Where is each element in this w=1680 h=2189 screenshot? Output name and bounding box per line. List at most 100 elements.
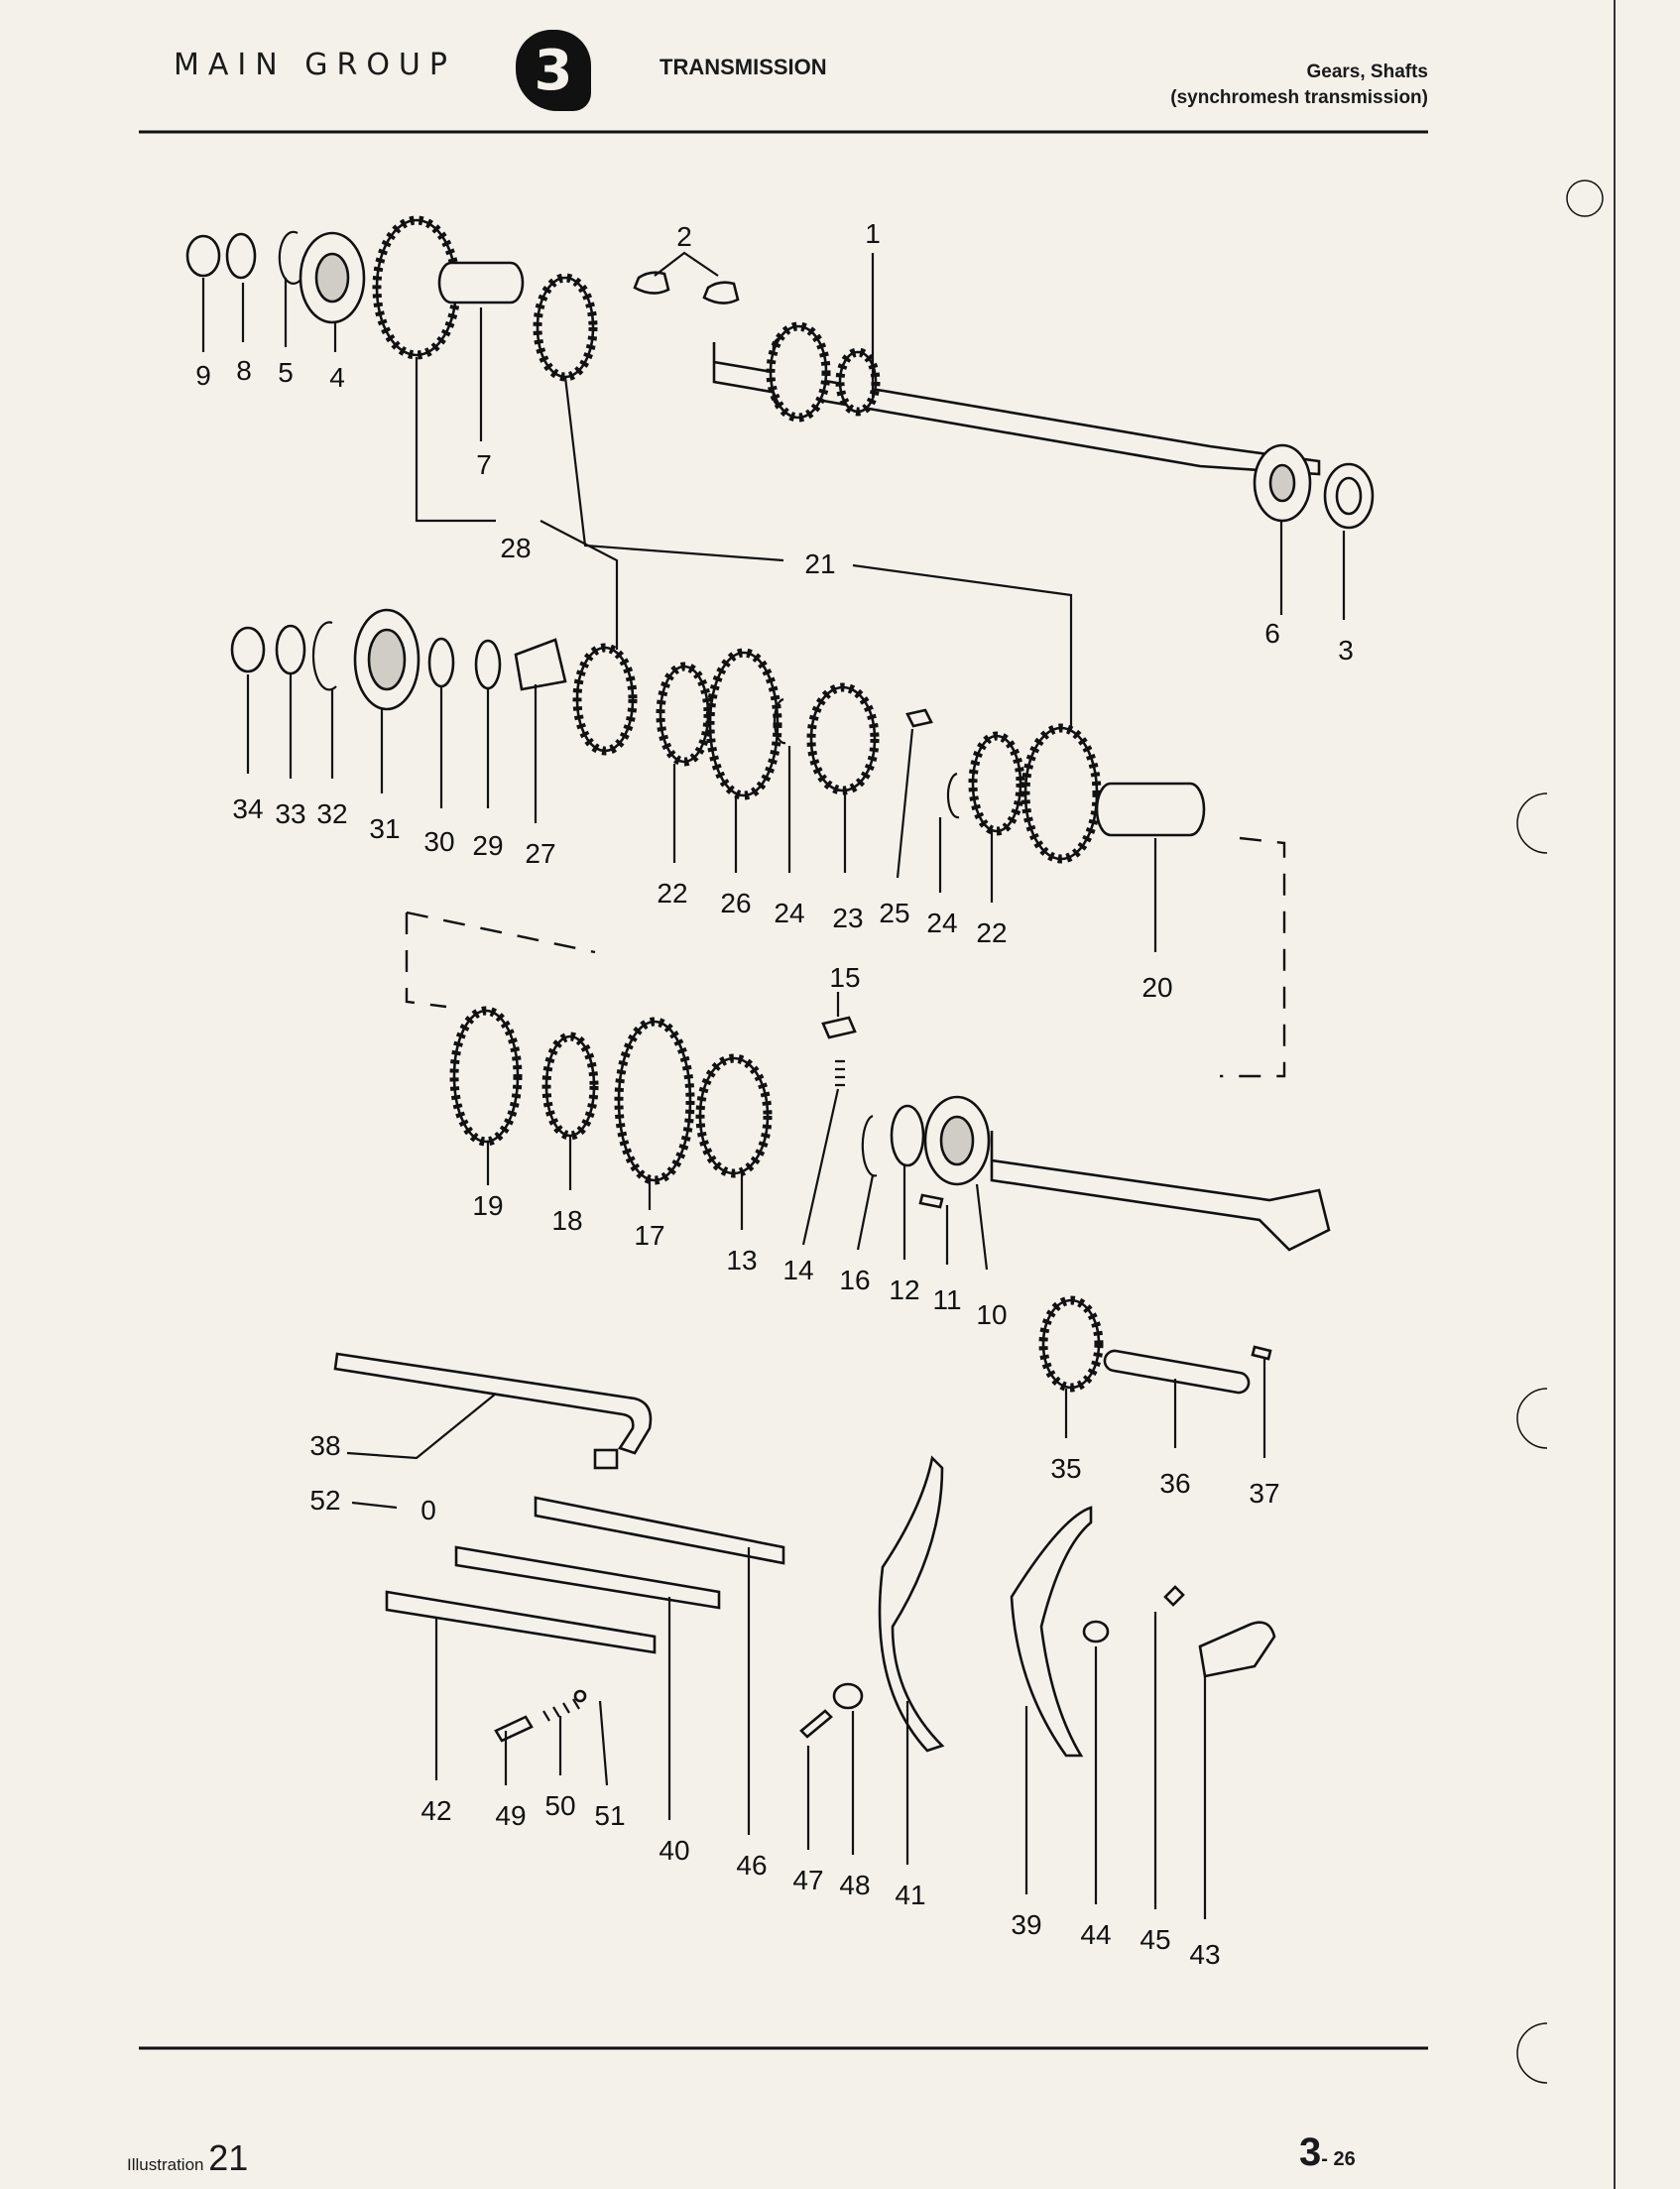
punch-hole [1566,180,1604,217]
selector-43 [1198,1621,1276,1678]
pinion-shaft [990,1131,1331,1252]
callout-label: 42 [420,1795,451,1826]
callout-label: 30 [423,826,454,857]
callout-label: 3 [1338,635,1354,666]
binder-arc [1516,1388,1548,1449]
callout-label: 9 [195,360,211,391]
callout-label: 8 [236,355,252,386]
lever-pad [593,1448,619,1470]
callout-label: 24 [774,898,804,928]
left-stack-row1 [185,215,598,382]
callout-label: 16 [839,1265,870,1295]
nut-34 [230,626,266,673]
callout-label: 27 [525,838,555,869]
selector-rod-42 [385,1590,657,1654]
selector-parts [333,1352,1276,1758]
callout-label: 26 [720,888,751,918]
callout-labels: 1 2 3 4 5 6 7 8 9 10 11 12 13 14 15 16 1… [195,218,1354,1970]
key-11 [918,1193,944,1209]
key-37 [1251,1345,1272,1361]
callout-label: 43 [1189,1939,1220,1970]
section-title: TRANSMISSION [660,55,827,79]
washer-33 [275,624,306,675]
reverse-lever-38 [333,1352,653,1455]
callout-label: 51 [594,1800,625,1831]
selector-fork-41 [878,1455,945,1753]
shifting-plate-25 [905,708,933,728]
ring-30 [427,637,455,688]
callout-label: 6 [1264,618,1280,649]
callout-label: 13 [726,1245,757,1276]
callout-label: 33 [275,798,305,829]
callout-label: 37 [1249,1478,1279,1509]
callout-label: 23 [832,903,863,933]
leader-lines [201,251,1346,1919]
callout-label: 45 [1140,1924,1170,1955]
illustration-number: 21 [208,2137,249,2178]
row2-parts [230,608,1206,864]
shifting-plate-15 [821,1016,857,1039]
callout-label: 25 [879,898,909,928]
selector-rod-40 [454,1545,721,1610]
screw-47 [799,1709,833,1739]
illustration-prefix: Illustration [127,2155,204,2174]
callout-label: 11 [932,1284,961,1315]
callout-label: 40 [659,1835,689,1866]
spring-14 [835,1059,845,1087]
callout-label: 50 [544,1790,575,1821]
screw-45 [1163,1585,1185,1607]
selector-fork-39 [1010,1506,1093,1758]
ring-12 [890,1104,925,1167]
woodruff-key [702,281,740,304]
row3-parts [449,1006,1331,1252]
needle-sleeve-7 [437,261,525,304]
callout-label: 49 [495,1800,526,1831]
washer-44 [1082,1620,1110,1643]
callout-label: 22 [976,917,1007,948]
bushing-20 [1095,782,1206,837]
callout-label: 48 [839,1870,870,1900]
callout-label: 22 [657,878,687,909]
circlip-5 [278,230,302,285]
callout-label: 24 [926,908,957,938]
callout-label: 20 [1141,972,1172,1003]
callout-label: 35 [1050,1453,1081,1484]
ball-51 [573,1689,587,1703]
callout-label: 38 [309,1430,340,1461]
spring-24b [946,772,960,819]
group-number-badge: 3 [516,30,591,111]
callout-label: 10 [976,1299,1007,1330]
callout-label: 41 [895,1880,925,1910]
callout-label: 28 [500,533,531,563]
selector-rod-46 [534,1496,785,1565]
subtitle-line-2: (synchromesh transmission) [1170,87,1428,108]
callout-label: 18 [551,1205,582,1236]
callout-label: 21 [804,548,835,579]
callout-label: 39 [1011,1909,1041,1940]
page-number: 3- 26 [1299,2130,1356,2175]
sleeve-27 [514,638,567,691]
spring-50 [542,1698,580,1722]
page-number-sub: - 26 [1321,2148,1356,2170]
reverse-parts [1038,1295,1272,1395]
nut-9 [185,234,221,278]
pin-49 [494,1715,534,1743]
callout-label: 47 [792,1865,823,1895]
woodruff-key [633,271,670,295]
callout-label: 7 [476,449,492,480]
callout-label: 5 [278,357,294,388]
binder-arc [1516,792,1548,854]
callout-label: 17 [634,1220,664,1251]
callout-label: 29 [472,830,503,861]
callout-label: 36 [1159,1468,1190,1499]
shaft-36 [1103,1349,1251,1395]
callout-label: 31 [369,813,400,844]
subtitle-line-1: Gears, Shafts [1306,61,1429,82]
callout-label: 1 [865,218,881,249]
callout-label: 14 [782,1255,813,1285]
spring-24a [773,697,786,745]
circlip-32 [311,621,337,691]
binder-arc [1516,2022,1548,2084]
illustration-caption: Illustration 21 [127,2137,248,2179]
